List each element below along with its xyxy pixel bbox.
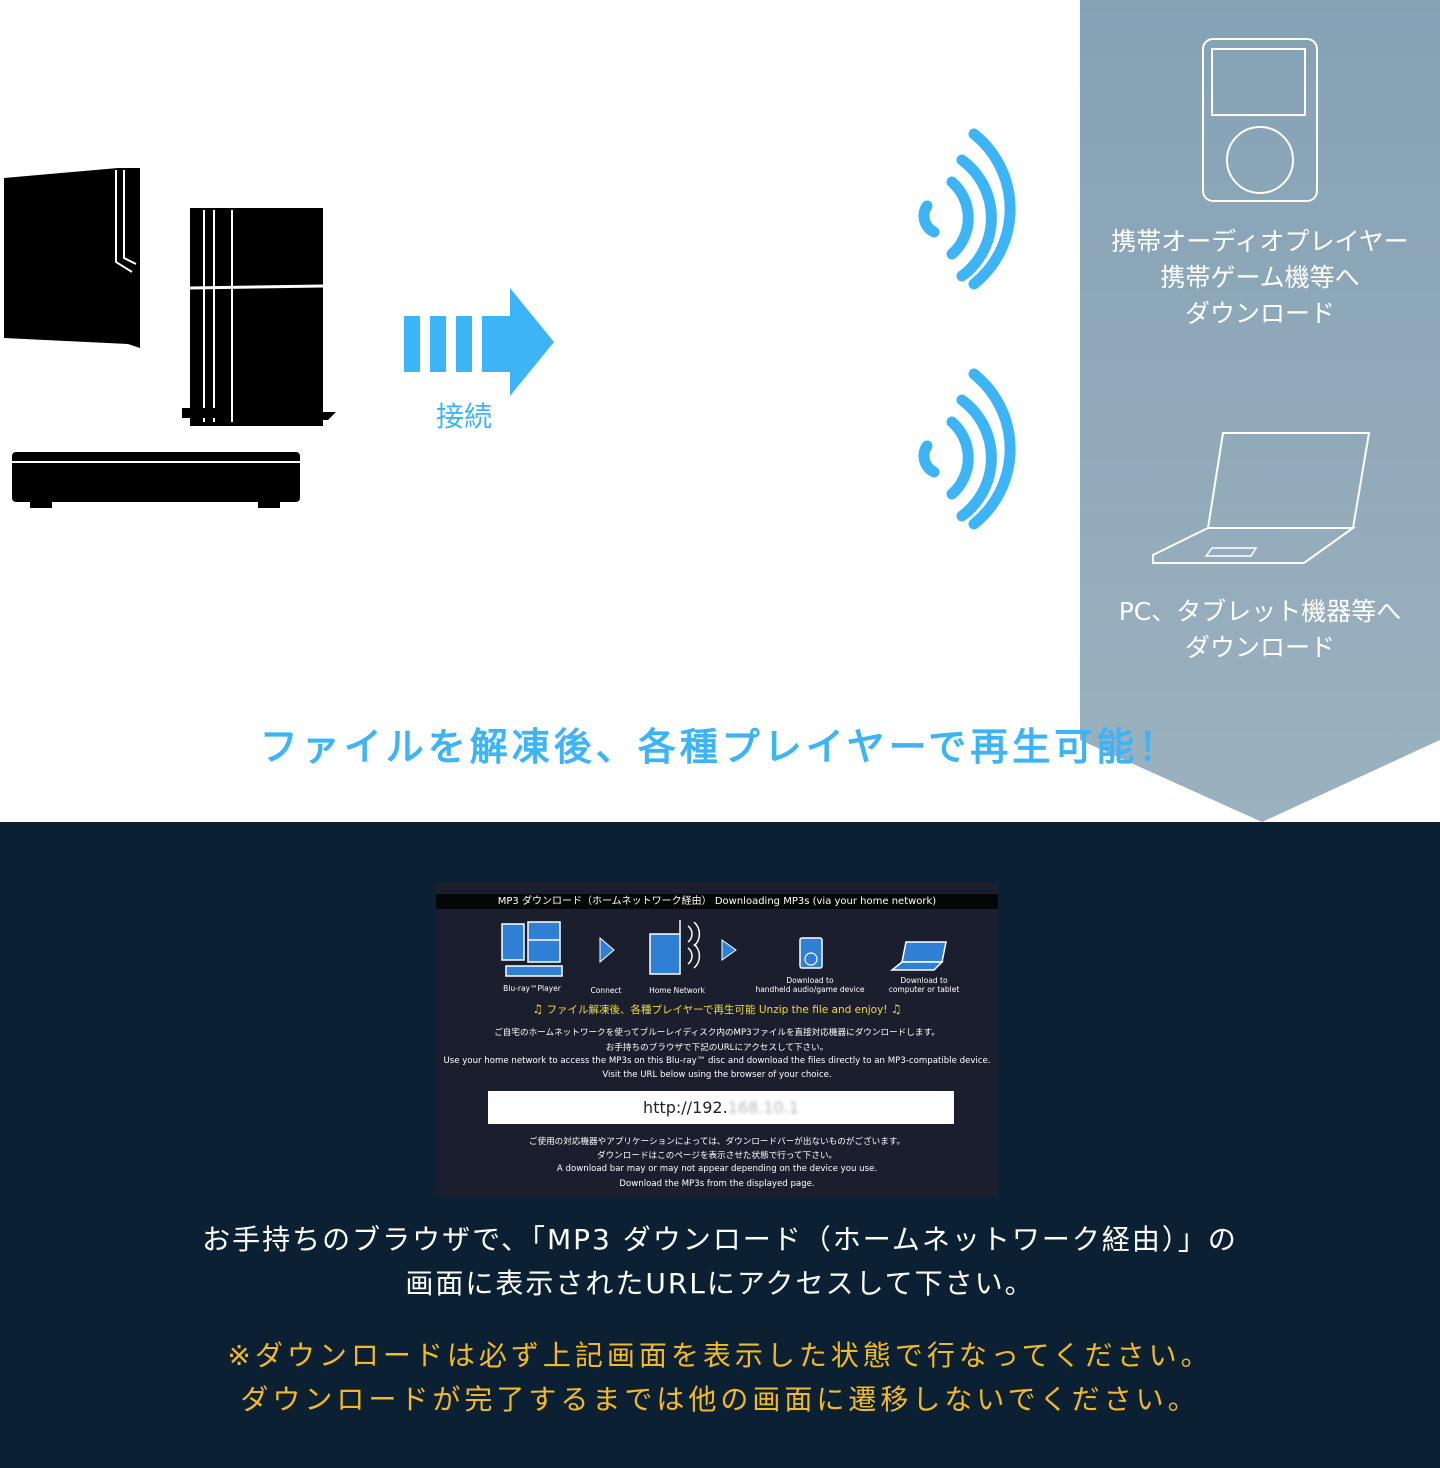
music-note-icon: ♫: [532, 1002, 544, 1016]
portable-player-icon: [1202, 38, 1318, 202]
bluray-player-icons: [4, 168, 336, 508]
laptop-icon: [1152, 432, 1371, 564]
tagline: ファイルを解凍後、各種プレイヤーで再生可能！: [259, 725, 1181, 769]
player-download-text: 携帯オーディオプレイヤー 携帯ゲーム機等へ ダウンロード: [1111, 227, 1409, 328]
caption-handheld: Download to handheld audio/game device: [755, 976, 865, 994]
note-line: Download the MP3s from the displayed pag…: [619, 1179, 815, 1189]
laptop-small-icon: [889, 941, 947, 971]
warning-note: ※ダウンロードは必ず上記画面を表示した状態で行なってください。 ダウンロードが完…: [227, 1339, 1213, 1416]
caption-bluray: Blu-ray™Player: [503, 984, 561, 993]
download-screen-screenshot: MP3 ダウンロード（ホームネットワーク経由） Downloading MP3s…: [436, 882, 998, 1197]
caption-connect: Connect: [590, 986, 622, 995]
connect-arrow-icon: [404, 288, 554, 396]
flow-diagram: [501, 920, 947, 977]
pc-download-text: PC、タブレット機器等へ ダウンロード: [1118, 597, 1402, 662]
device-panel: [1080, 0, 1440, 822]
bluray-icon: [501, 921, 563, 977]
instruction-line: Visit the URL below using the browser of…: [602, 1070, 832, 1080]
instruction-line: Use your home network to access the MP3s…: [443, 1056, 991, 1066]
caption-computer: Download to computer or tablet: [888, 976, 960, 994]
note-line: ご使用の対応機器やアプリケーションによっては、ダウンロードバーが出ないものがござ…: [528, 1137, 906, 1147]
router-icon: [649, 920, 701, 975]
caption-home-network: Home Network: [649, 986, 705, 995]
instruction-line: ご自宅のホームネットワークを使ってブルーレイディスク内のMP3ファイルを直接対応…: [494, 1028, 940, 1038]
wifi-signal-icon: [918, 368, 1016, 530]
instruction-caption: お手持ちのブラウザで、「MP3 ダウンロード（ホームネットワーク経由）」の 画面…: [202, 1223, 1238, 1300]
url-field[interactable]: http://192.168.10.1: [488, 1091, 954, 1124]
music-note-icon: ♫: [890, 1002, 902, 1016]
screen-title: MP3 ダウンロード（ホームネットワーク経由） Downloading MP3s…: [436, 894, 998, 909]
instruction-line: お手持ちのブラウザで下記のURLにアクセスして下さい。: [605, 1043, 829, 1053]
arrow-icon: [599, 936, 615, 964]
arrow-icon: [721, 939, 737, 961]
note-line: ダウンロードはこのページを表示させた状態で行って下さい。: [596, 1151, 838, 1161]
connect-label: 接続: [435, 400, 492, 433]
player-small-icon: [799, 937, 823, 969]
inset-tagline: ♫ ファイル解凍後、各種プレイヤーで再生可能 Unzip the file an…: [532, 1002, 902, 1016]
note-line: A download bar may or may not appear dep…: [556, 1164, 878, 1174]
url-hidden-part: 168.10.1: [727, 1098, 799, 1117]
wifi-signal-icon: [918, 128, 1016, 290]
